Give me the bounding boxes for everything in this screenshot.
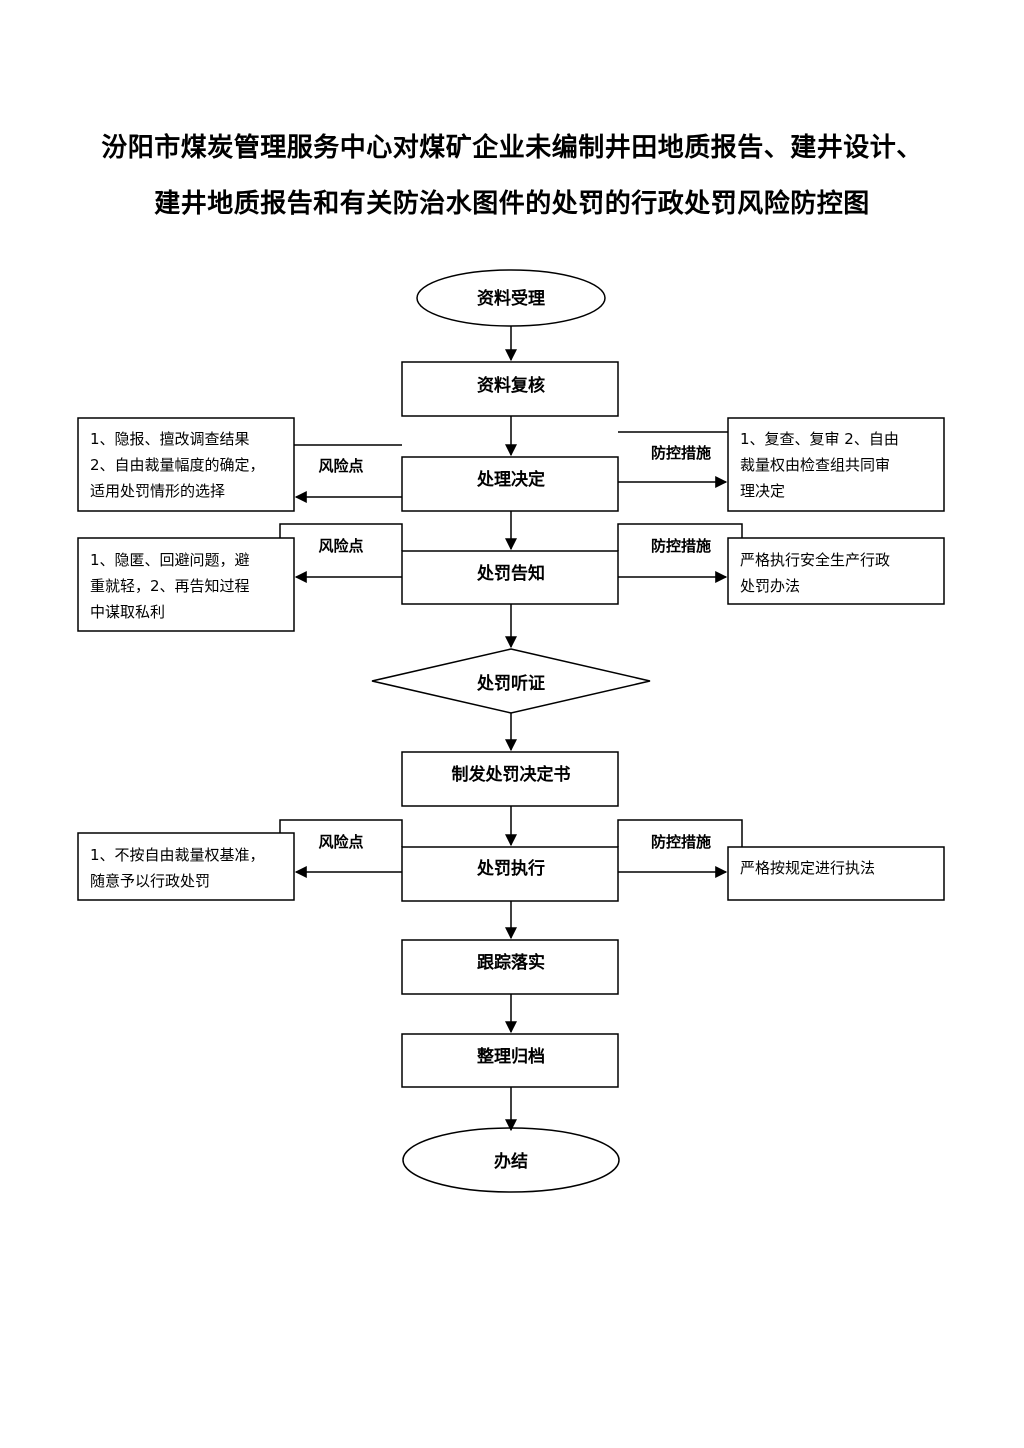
control-box-notify [727, 537, 945, 605]
risk-tag-notify: 风险点 [318, 537, 363, 555]
execute-label: 处罚执行 [476, 858, 545, 879]
archive-label: 整理归档 [477, 1046, 545, 1067]
risk-tag-decision: 风险点 [318, 457, 363, 475]
track-label: 跟踪落实 [477, 952, 545, 973]
risk-notify-line-2: 重就轻，2、再告知过程 [90, 577, 250, 595]
page-title-line-1: 汾阳市煤炭管理服务中心对煤矿企业未编制井田地质报告、建井设计、 [101, 133, 923, 163]
control-notify-line-1: 严格执行安全生产行政 [740, 551, 890, 569]
notify-label: 处罚告知 [476, 563, 545, 584]
risk-execute-line-2: 随意予以行政处罚 [90, 872, 210, 890]
risk-box-notify [77, 537, 295, 632]
end-label: 办结 [494, 1151, 528, 1172]
risk-box-execute [77, 832, 295, 901]
risk-notify-line-1: 1、隐匿、回避问题，避 [90, 551, 250, 569]
control-decision-line-1: 1、复查、复审 2、自由 [740, 430, 899, 448]
execute-box [401, 846, 619, 902]
hearing-label: 处罚听证 [476, 673, 545, 694]
risk-decision-line-3: 适用处罚情形的选择 [90, 482, 225, 500]
control-connector-execute [617, 819, 743, 847]
control-decision-line-3: 理决定 [740, 482, 785, 500]
review-box [401, 361, 619, 417]
review-label: 资料复核 [477, 375, 545, 396]
archive-box [401, 1033, 619, 1088]
control-tag-decision: 防控措施 [651, 444, 711, 462]
risk-tag-execute: 风险点 [318, 833, 363, 851]
control-box-execute [727, 846, 945, 901]
control-box-decision [727, 417, 945, 512]
risk-execute-line-1: 1、不按自由裁量权基准， [90, 846, 265, 864]
issue-box [401, 751, 619, 807]
track-box [401, 939, 619, 995]
issue-label: 制发处罚决定书 [452, 764, 571, 785]
control-connector-notify [617, 523, 743, 551]
control-execute-line-1: 严格按规定进行执法 [740, 859, 875, 877]
control-tag-execute: 防控措施 [651, 833, 711, 851]
decision-box [401, 456, 619, 512]
control-decision-line-2: 裁量权由检查组共同审 [740, 456, 890, 474]
risk-connector-notify [279, 523, 403, 551]
risk-decision-line-2: 2、自由裁量幅度的确定， [90, 456, 265, 474]
control-tag-notify: 防控措施 [651, 537, 711, 555]
end-oval [402, 1127, 620, 1193]
risk-box-decision [77, 417, 295, 512]
risk-decision-line-1: 1、隐报、擅改调查结果 [90, 430, 250, 448]
risk-connector-execute [279, 819, 403, 847]
risk-notify-line-3: 中谋取私利 [90, 603, 165, 621]
decision-label: 处理决定 [476, 469, 545, 490]
start-label: 资料受理 [477, 288, 545, 309]
page-title-line-2: 建井地质报告和有关防治水图件的处罚的行政处罚风险防控图 [154, 189, 870, 219]
control-notify-line-2: 处罚办法 [740, 577, 800, 595]
